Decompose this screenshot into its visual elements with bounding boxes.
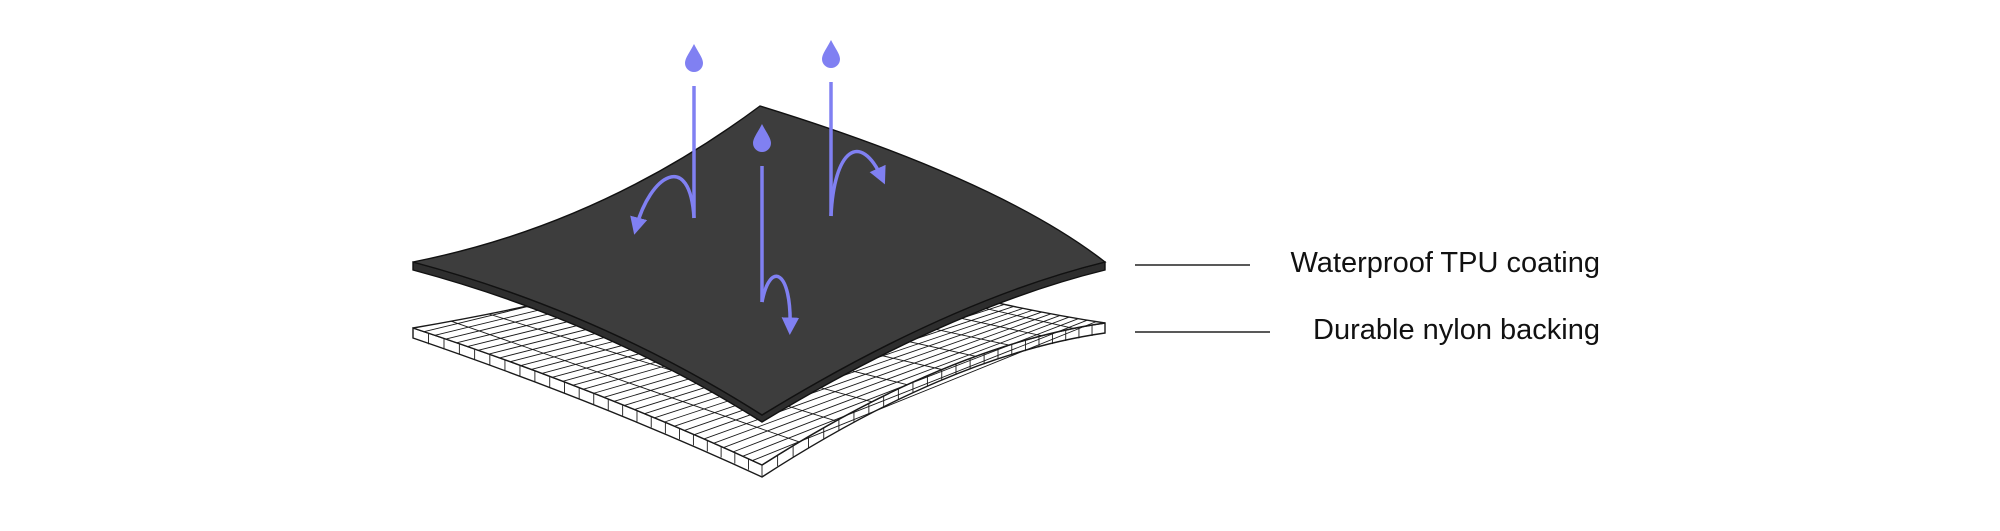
water-drop-icon <box>753 124 771 152</box>
nylon-grid-line <box>742 319 1088 457</box>
nylon-grid-line <box>450 320 800 443</box>
deflect-arrow-icon <box>760 274 800 335</box>
label-nylon-backing: Durable nylon backing <box>1313 314 1600 346</box>
tpu-top-face <box>412 105 1107 416</box>
deflect-arrow-icon <box>829 149 886 217</box>
water-repel-illustration <box>630 40 886 335</box>
nylon-grid-line <box>733 318 1079 453</box>
water-drop-icon <box>822 40 840 68</box>
water-drop-icon <box>685 44 703 72</box>
tpu-coating-layer <box>412 105 1107 423</box>
deflect-arrow-icon <box>630 174 696 235</box>
label-tpu-coating: Waterproof TPU coating <box>1290 247 1600 279</box>
